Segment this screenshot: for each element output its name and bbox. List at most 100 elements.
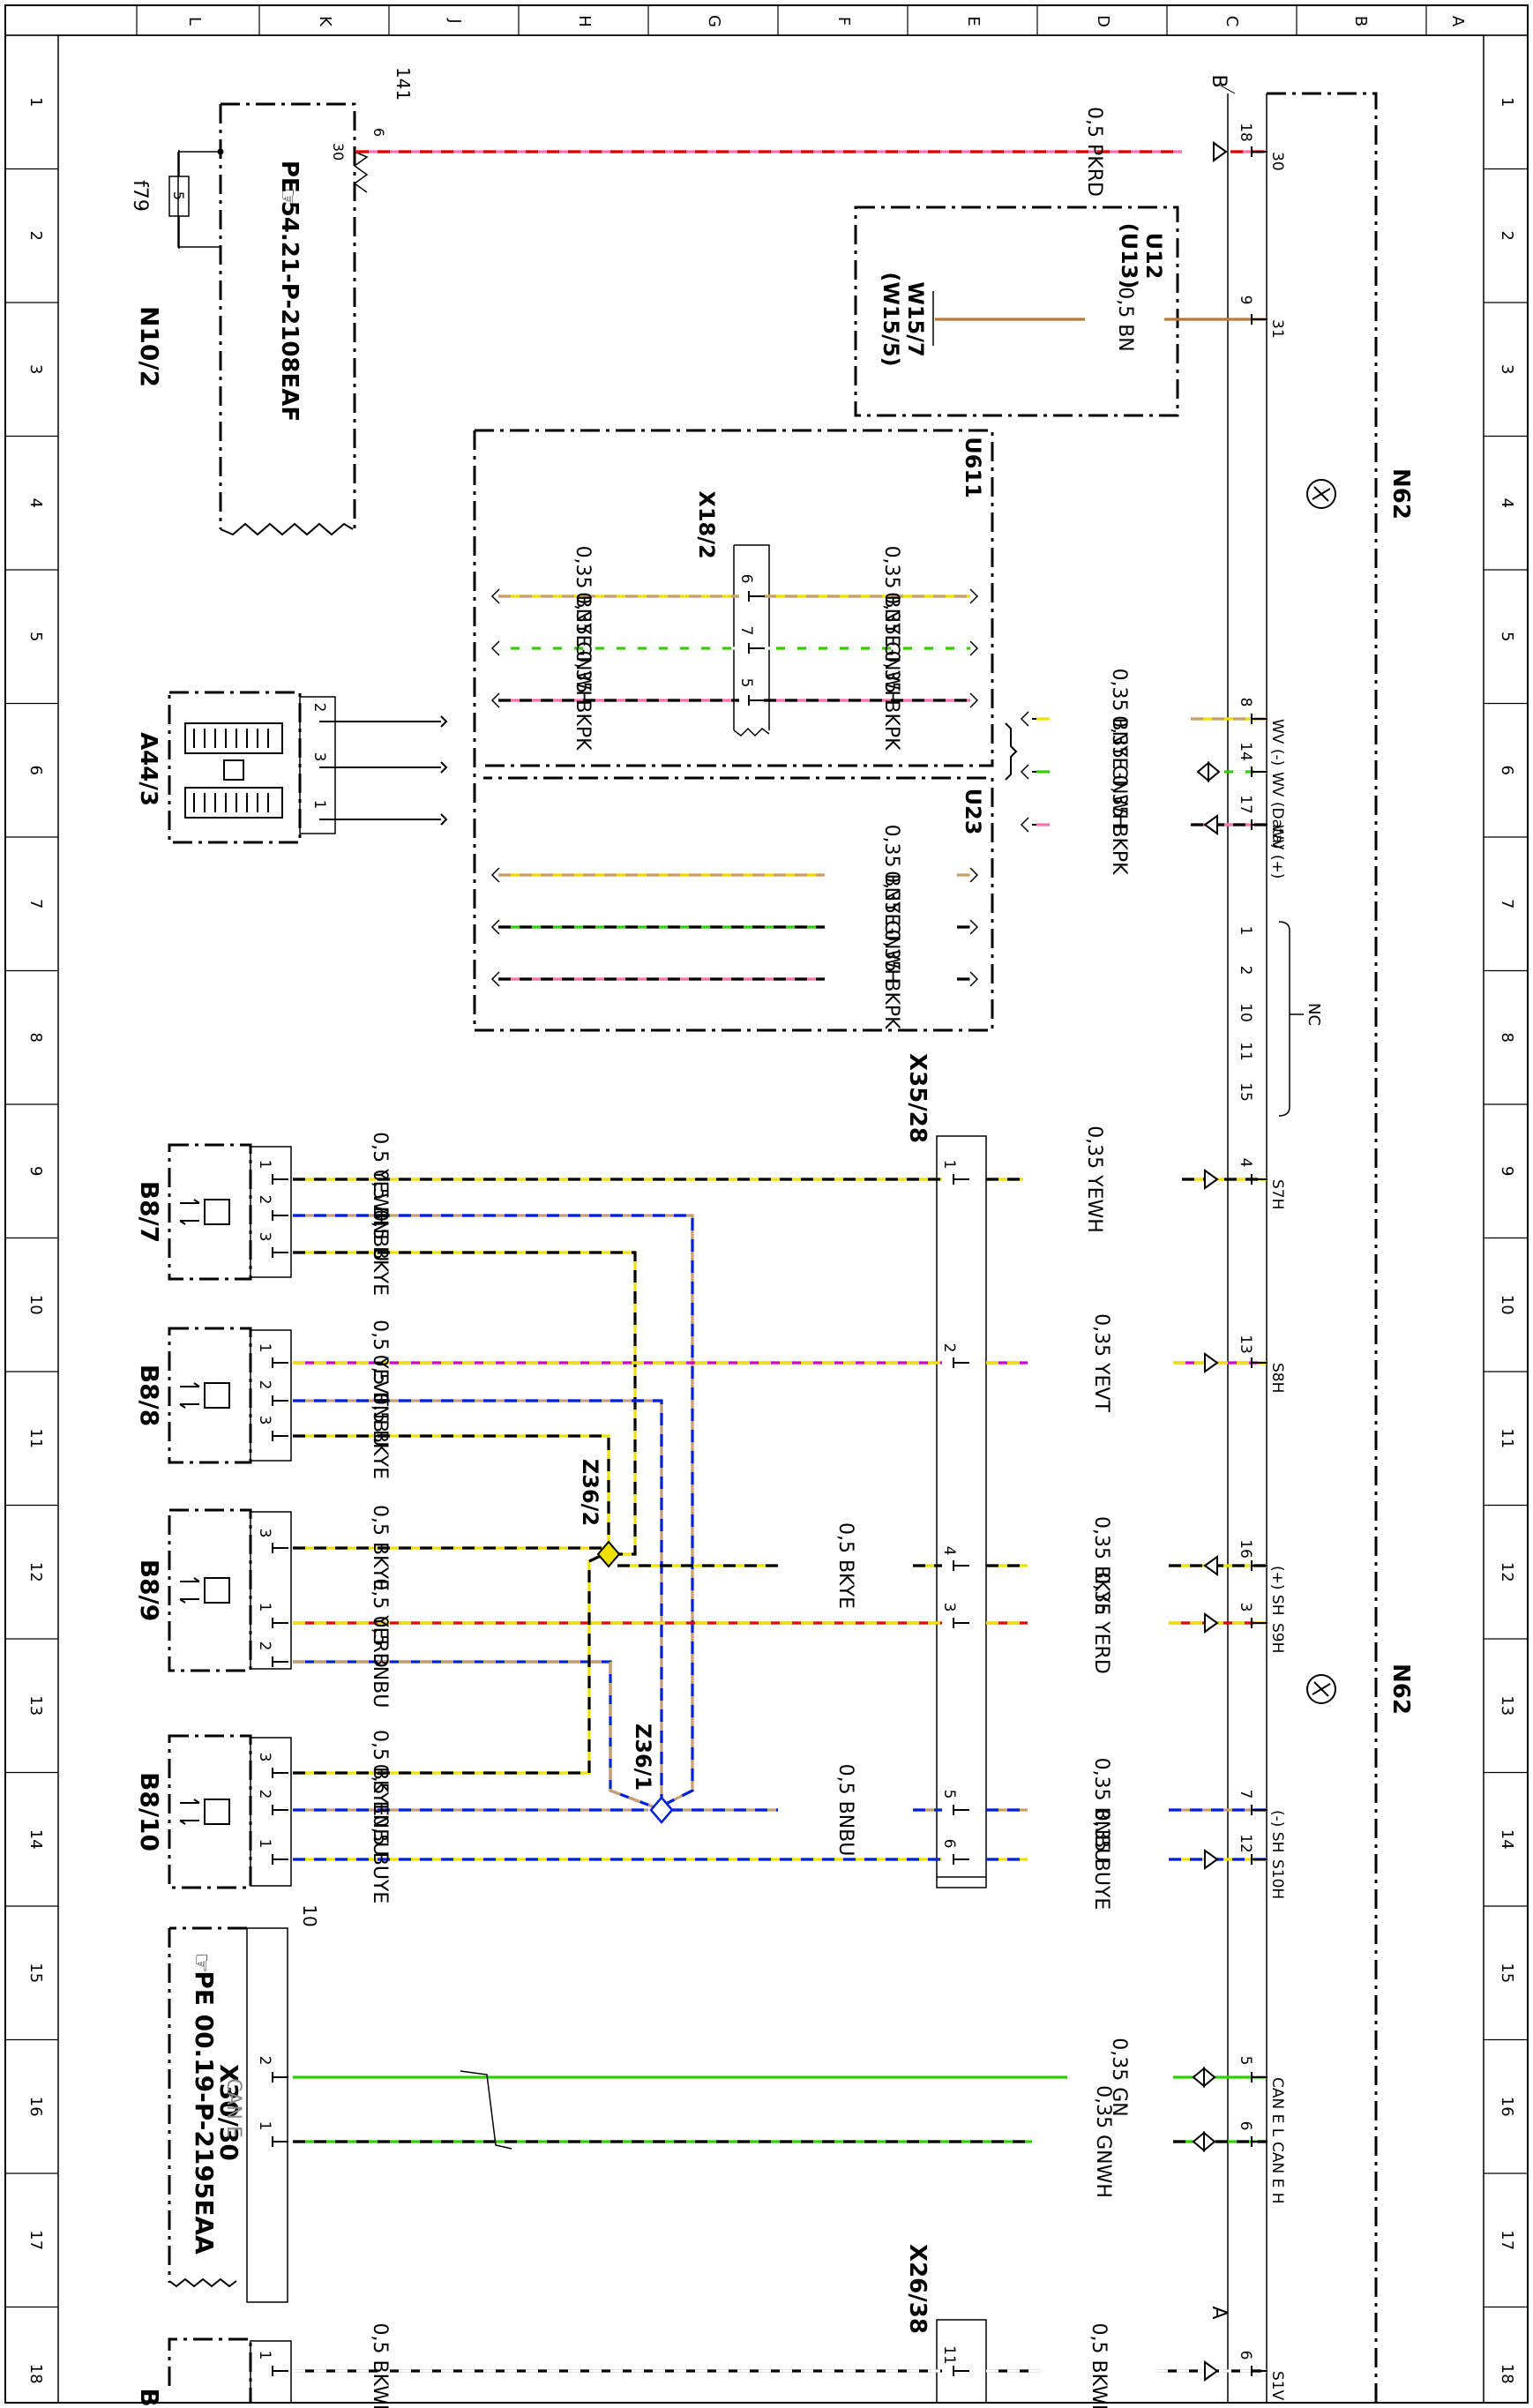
n62-pin-name: S10H	[1268, 1859, 1286, 1899]
corner-b-label: B	[1208, 74, 1230, 87]
wire-bnbu2-route	[441, 1399, 663, 1808]
n10-2-reference[interactable]: PE 54.21-P-2108EAF	[276, 161, 303, 422]
pin-arrow	[1204, 2360, 1219, 2382]
wire-label: 0,5 BKYE	[834, 1522, 856, 1609]
n62-pin-name: 30	[1268, 152, 1286, 171]
wire-bkye4-route-stripe	[441, 1552, 605, 1775]
connector-terminal	[953, 1618, 969, 1628]
u13-label: (U13)	[1117, 223, 1141, 289]
row-label-left: 17	[26, 2230, 45, 2250]
pin-label: 16	[1237, 1539, 1254, 1559]
bidirectional-arrow	[1192, 2066, 1216, 2089]
pin-label: 2	[310, 703, 328, 713]
pin-arrow	[1204, 1169, 1219, 1190]
row-label-left: 15	[26, 1963, 45, 1983]
connector-terminal	[953, 2366, 969, 2376]
wire-label: 0,35 YERD	[1090, 1572, 1112, 1674]
wire-label-u611: 0,35 BNYE	[572, 546, 594, 647]
pin-label: 12	[1237, 1834, 1254, 1853]
row-label-right: 16	[1498, 2097, 1516, 2117]
x30-30-reference[interactable]: PE 00.19-P-2195EAA	[190, 1971, 219, 2255]
column-label: A	[1448, 16, 1467, 27]
connector-terminal	[1251, 2072, 1268, 2083]
x35-28-connector	[936, 1135, 987, 1888]
wire-bnbu3-route	[441, 1660, 658, 1810]
wire-label: 0,5 BUYE	[369, 1815, 391, 1904]
column-label: F	[834, 17, 853, 26]
connector-terminal	[953, 1560, 969, 1571]
row-label-left: 8	[26, 1033, 45, 1043]
n62-pin-name: WV (-)	[1268, 719, 1286, 766]
wire-break	[1020, 764, 1029, 780]
pin-label: 1	[940, 1160, 958, 1170]
connector-terminal	[953, 1174, 969, 1185]
n10-2-label: N10/2	[135, 306, 164, 387]
wire-break	[490, 919, 500, 935]
wire-break	[969, 692, 979, 708]
connector-terminal	[1251, 314, 1268, 325]
x26-38-label: X26/38	[904, 2244, 931, 2334]
u23-label: U23	[961, 789, 985, 835]
column-label: B	[1351, 16, 1370, 26]
wire-label-u23: 0,35 BKPK	[880, 929, 902, 1029]
row-label-left: 5	[26, 632, 45, 641]
row-label-right: 15	[1498, 1963, 1516, 1983]
pin-label: 1	[310, 800, 328, 810]
connector-terminal	[272, 2366, 288, 2376]
pin-arrow	[1204, 1849, 1219, 1870]
pin-label: 7	[737, 626, 755, 636]
wire-label: 0,35 BUYE	[1090, 1809, 1112, 1911]
connector-terminal	[953, 1854, 969, 1865]
wire-label: 0,5 BNBU	[369, 1616, 391, 1709]
row-label-right: 3	[1498, 364, 1516, 374]
row-label-right: 17	[1498, 2230, 1516, 2250]
row-label-right: 5	[1498, 632, 1516, 641]
row-label-right: 2	[1498, 231, 1516, 241]
connector-terminal	[1251, 1854, 1268, 1865]
n62-pin-name: S9H	[1268, 1623, 1286, 1653]
wire-label: 0,5 YEVT	[369, 1320, 391, 1406]
sensor-outlines	[168, 1143, 292, 1889]
connector-terminal	[1251, 2366, 1268, 2376]
x35-28-label: X35/28	[904, 1053, 931, 1143]
column-label: H	[575, 15, 594, 27]
pin-label: 6	[1237, 2121, 1254, 2131]
row-label-left: 16	[26, 2097, 45, 2117]
n62-pin-name: S1V	[1268, 2371, 1286, 2401]
n10-2-outline	[168, 102, 369, 536]
n62-pin-name: 31	[1268, 319, 1286, 339]
wire-label: 0,35 YEVT	[1090, 1313, 1112, 1412]
wire-label-u611: 0,35 BKPK	[880, 650, 902, 751]
connector-terminal	[272, 1395, 288, 1406]
wire-break	[969, 640, 979, 656]
wire-label: 0,35 YEWH	[1083, 1125, 1105, 1233]
wire-label-bn: 0,5 BN	[1114, 287, 1136, 352]
row-label-left: 10	[26, 1295, 45, 1315]
splice-z36-2-icon	[596, 1540, 621, 1568]
wire-break	[490, 971, 500, 987]
x18-2-label: X18/2	[694, 490, 719, 558]
column-label: K	[316, 16, 334, 27]
wire-label-can: 0,35 GNWH	[1092, 2085, 1114, 2198]
connector-terminal	[1251, 1357, 1268, 1368]
wire-label-wv: 0,35 BKPK	[1108, 774, 1130, 875]
pin-label: 17	[1237, 795, 1254, 814]
sensor-arrows-icon	[179, 1382, 200, 1409]
f79-label: f79	[129, 180, 151, 212]
pin-arrow	[1204, 1612, 1219, 1634]
row-label-right: 9	[1498, 1166, 1516, 1176]
pin-label: 6	[1237, 2351, 1254, 2360]
row-label-left: 18	[26, 2364, 45, 2384]
drawing-frame	[4, 4, 1529, 2404]
pin-label: 10	[1237, 1003, 1254, 1022]
n62-pin-name: CAN E H	[1268, 2142, 1286, 2204]
b8-9-label: B8/9	[135, 1559, 164, 1622]
pin-label: 2	[256, 1790, 273, 1799]
wire-label: 0,5 BKYE	[369, 1209, 391, 1296]
pin-label: 4	[940, 1546, 958, 1556]
reference-10: 10	[299, 1904, 320, 1926]
pin-label: 3	[256, 1416, 273, 1425]
